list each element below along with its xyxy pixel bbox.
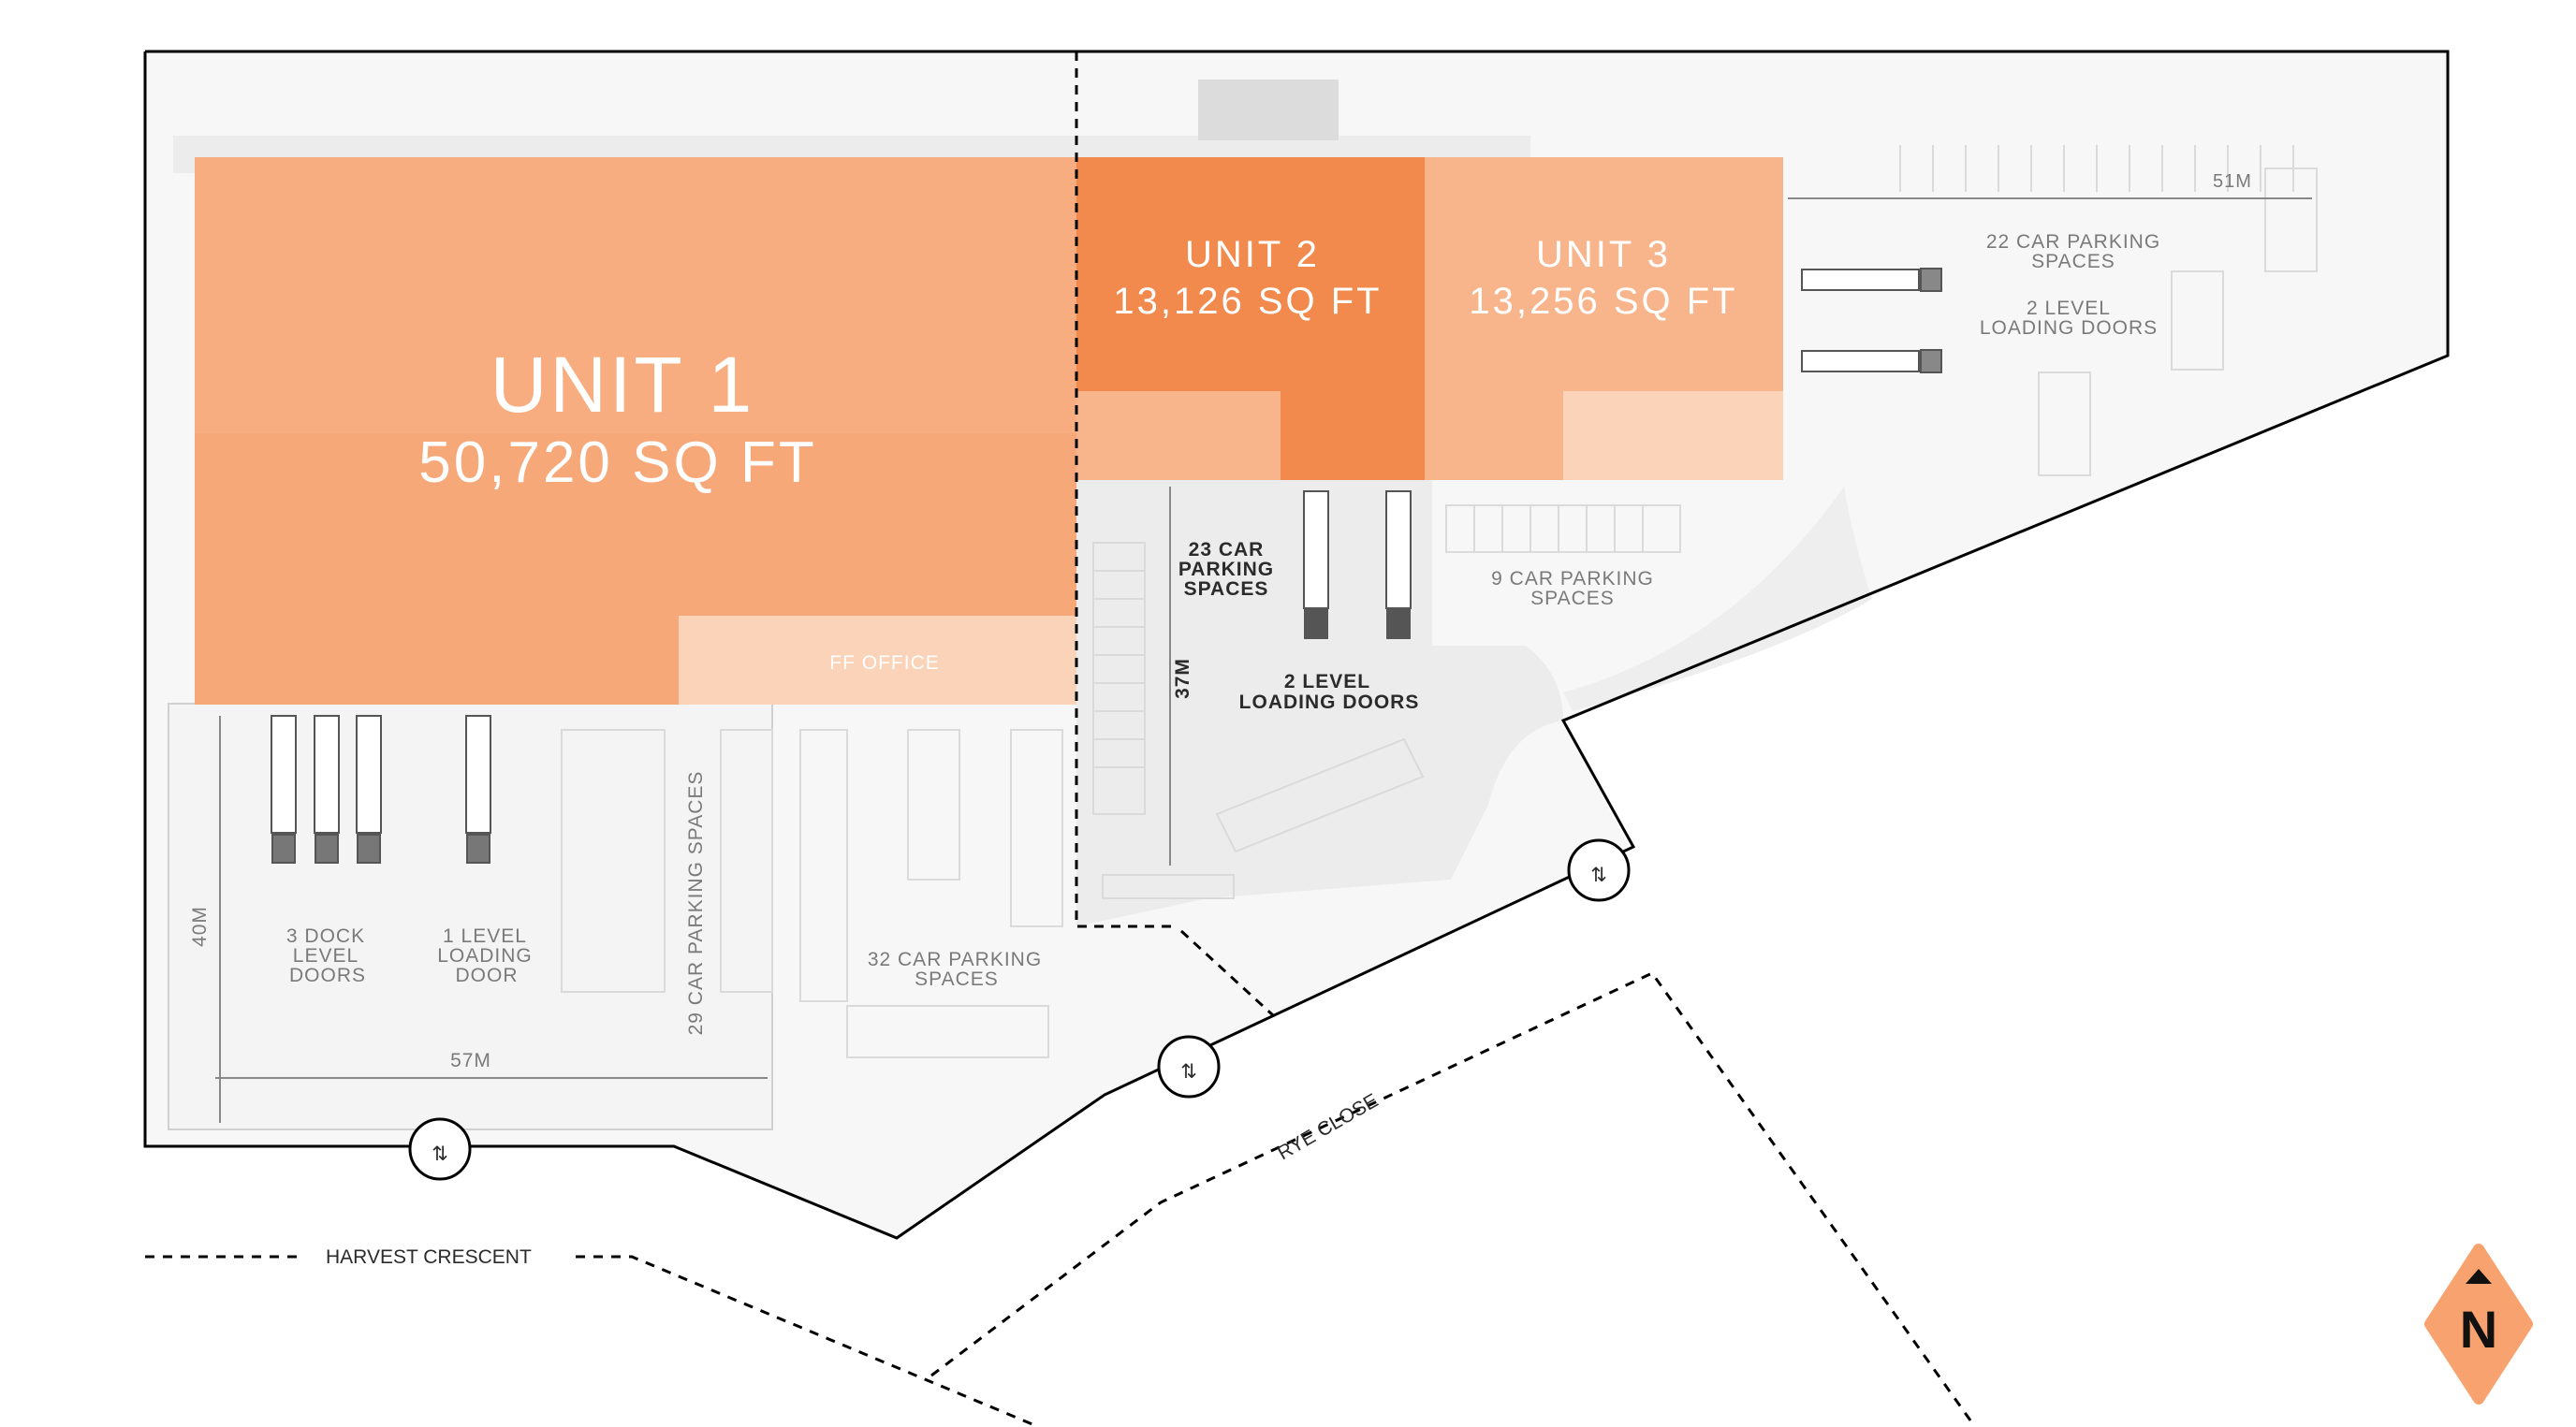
unit-division-line xyxy=(1075,51,1175,928)
label-level1-2: LOADING xyxy=(437,945,533,967)
turning-area xyxy=(1076,646,1563,926)
label-dock-3: DOORS xyxy=(289,965,366,986)
dim-57m: 57M xyxy=(450,1050,491,1071)
access-point-2[interactable]: ⇅ xyxy=(1157,1035,1221,1099)
label-23-car-2: PARKING xyxy=(1178,559,1274,580)
parking-bays xyxy=(561,145,2318,1058)
access-point-3[interactable]: ⇅ xyxy=(1567,838,1631,902)
label-u2-doors-1: 2 LEVEL xyxy=(1284,671,1370,692)
unit-3-building[interactable] xyxy=(1425,157,1783,480)
ff-office-label: FF OFFICE xyxy=(829,652,940,674)
rye-close-road xyxy=(930,971,1977,1427)
access-dash xyxy=(1179,929,1275,1017)
harvest-crescent-road-2 xyxy=(576,1255,1040,1427)
unit-3-name: UNIT 3 xyxy=(1536,234,1671,275)
label-23-car-1: 23 CAR xyxy=(1189,539,1265,561)
road-harvest-crescent: HARVEST CRESCENT xyxy=(326,1246,532,1268)
grey-block xyxy=(1198,80,1339,140)
label-32-car-2: SPACES xyxy=(915,968,999,990)
unit-3-area: 13,256 SQ FT xyxy=(1469,281,1737,322)
dim-51m: 51M xyxy=(2213,171,2252,192)
dim-37m: 37M xyxy=(1172,658,1193,699)
label-level1-3: DOOR xyxy=(456,965,519,986)
compass-n: N xyxy=(2460,1300,2497,1359)
unit-2-building[interactable] xyxy=(1076,157,1425,480)
label-22-car-2: SPACES xyxy=(2031,251,2115,272)
trucks xyxy=(271,268,1942,864)
label-32-car-1: 32 CAR PARKING xyxy=(868,949,1042,970)
ff-office xyxy=(679,616,1076,705)
svg-text:⇅: ⇅ xyxy=(1590,865,1607,886)
label-dock-1: 3 DOCK xyxy=(286,925,365,947)
north-compass: N xyxy=(2424,1244,2533,1405)
unit-1-area: 50,720 SQ FT xyxy=(418,430,816,495)
unit-2-area: 13,126 SQ FT xyxy=(1113,281,1382,322)
unit-1-building[interactable] xyxy=(195,157,1076,705)
svg-text:⇅: ⇅ xyxy=(1180,1061,1197,1083)
unit-2-name: UNIT 2 xyxy=(1185,234,1320,275)
label-22-car-1: 22 CAR PARKING xyxy=(1986,231,2160,253)
label-level1-1: 1 LEVEL xyxy=(443,925,527,947)
label-29-car: 29 CAR PARKING SPACES xyxy=(685,771,707,1036)
label-u3-doors-2: LOADING DOORS xyxy=(1980,317,2158,339)
yard-unit2-3 xyxy=(1076,477,1432,655)
label-9-car-2: SPACES xyxy=(1530,588,1615,609)
label-dock-2: LEVEL xyxy=(293,945,359,967)
dim-40m: 40M xyxy=(189,906,211,947)
dimension-lines xyxy=(215,197,2312,1123)
roads xyxy=(145,971,1977,1427)
label-9-car-1: 9 CAR PARKING xyxy=(1491,568,1654,590)
label-u3-doors-1: 2 LEVEL xyxy=(2027,298,2111,319)
label-23-car-3: SPACES xyxy=(1184,578,1269,600)
unit-1-name: UNIT 1 xyxy=(490,341,755,429)
access-road xyxy=(1563,487,1872,711)
label-u2-doors-2: LOADING DOORS xyxy=(1239,692,1420,713)
access-point-1[interactable]: ⇅ xyxy=(408,1117,472,1181)
svg-text:⇅: ⇅ xyxy=(432,1143,448,1165)
road-rye-close: RYE CLOSE xyxy=(1274,1089,1382,1164)
